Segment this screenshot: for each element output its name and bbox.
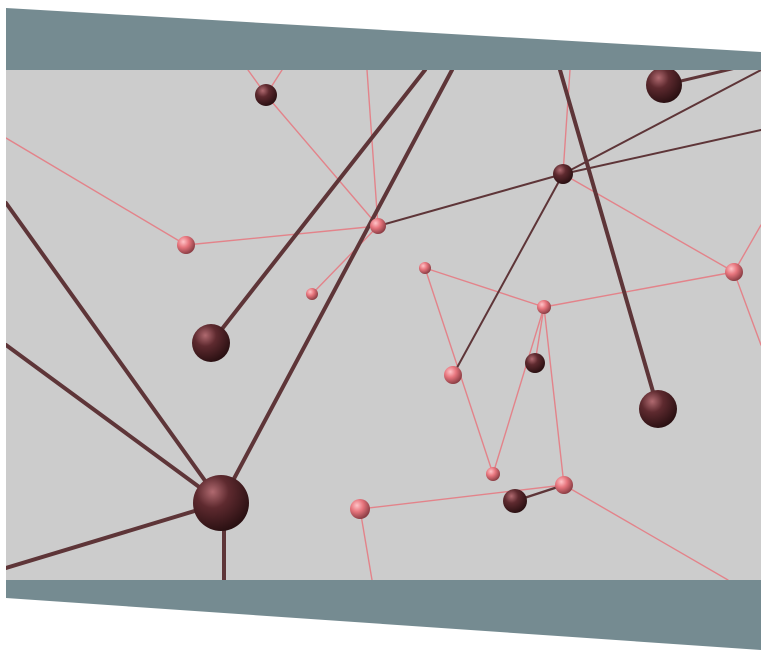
thin-edge [733, 224, 761, 273]
thin-edge [543, 306, 565, 486]
graph-node [525, 353, 545, 373]
graph-node [177, 236, 195, 254]
thick-edge [558, 70, 660, 411]
thick-edges [6, 70, 660, 580]
medium-edge [452, 173, 564, 376]
thin-edge [366, 70, 379, 227]
thin-edge [359, 484, 565, 510]
graph-node [486, 467, 500, 481]
thick-edge [6, 501, 223, 570]
graph-node [639, 390, 677, 428]
thin-edge [359, 508, 373, 580]
graph-node [646, 70, 682, 103]
thin-edge [543, 271, 735, 308]
thin-edge [562, 70, 571, 175]
thin-edge [185, 225, 379, 246]
graph-node [193, 475, 249, 531]
thick-edge [209, 70, 427, 345]
medium-edge [562, 129, 761, 175]
thick-edge [6, 343, 223, 505]
graph-node [553, 164, 573, 184]
graph-layer [6, 70, 761, 580]
thin-edge [424, 267, 545, 308]
graph-node [444, 366, 462, 384]
thin-edge [733, 271, 761, 346]
thin-edge [311, 225, 379, 295]
graph-node [306, 288, 318, 300]
graph-node [255, 84, 277, 106]
graph-node [350, 499, 370, 519]
graph-node [503, 489, 527, 513]
small-nodes [177, 218, 743, 519]
large-nodes [192, 70, 682, 531]
medium-edges [377, 70, 761, 503]
medium-edge [562, 70, 761, 175]
thin-edge [563, 484, 729, 580]
graph-node [725, 263, 743, 281]
graph-node [537, 300, 551, 314]
medium-edge [377, 173, 564, 227]
thin-edge [492, 306, 545, 475]
frame-band-top [6, 8, 761, 70]
graph-node [555, 476, 573, 494]
thin-edge [265, 94, 379, 227]
thick-edge [219, 70, 454, 505]
graph-node [192, 324, 230, 362]
thin-edge [6, 137, 187, 246]
thin-edge [562, 173, 735, 273]
thick-edge [6, 201, 223, 505]
graph-node [419, 262, 431, 274]
frame-band-bottom [6, 580, 761, 650]
canvas-background [6, 70, 761, 580]
graph-node [370, 218, 386, 234]
